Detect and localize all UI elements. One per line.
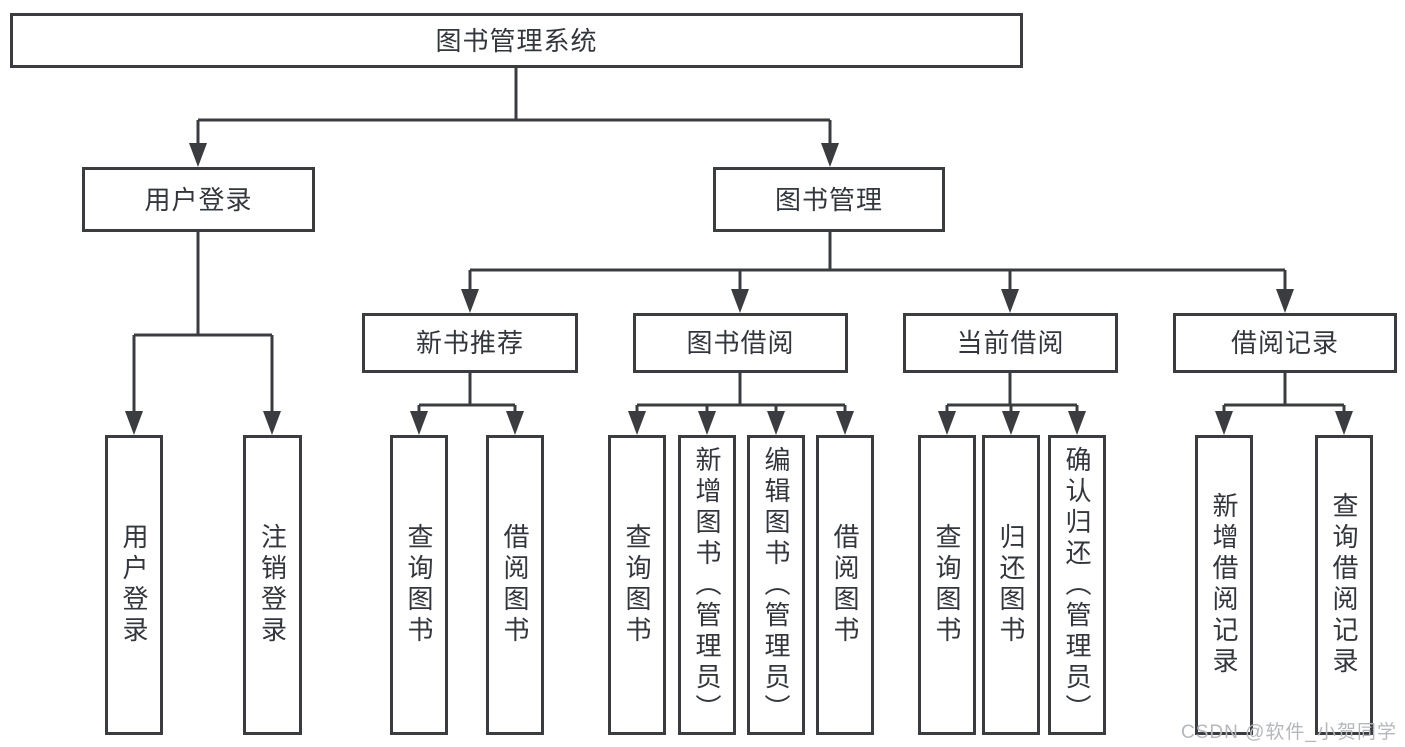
node-label: 用户登录 [119, 523, 149, 647]
node-label: 查询借阅记录 [1329, 492, 1359, 678]
leaf-records-add-record: 新增借阅记录 [1195, 435, 1253, 735]
leaf-user-login: 用户登录 [105, 435, 163, 735]
node-label: 借阅记录 [1230, 328, 1339, 358]
leaf-borrow-edit-books-admin: 编辑图书（管理员） [747, 435, 805, 735]
leaf-current-confirm-return-admin: 确认归还（管理员） [1048, 435, 1106, 735]
node-label: 归还图书 [996, 523, 1026, 647]
leaf-recommend-query-books: 查询图书 [390, 435, 448, 735]
node-borrow-records: 借阅记录 [1173, 313, 1397, 373]
node-current-borrow: 当前借阅 [903, 313, 1118, 373]
leaf-recommend-borrow-books: 借阅图书 [486, 435, 544, 735]
node-label: 用户登录 [144, 184, 253, 215]
leaf-current-return-books: 归还图书 [982, 435, 1040, 735]
node-label: 查询图书 [622, 523, 652, 647]
node-label: 图书借阅 [686, 328, 795, 358]
node-label: 注销登录 [257, 523, 288, 647]
node-user-login: 用户登录 [82, 167, 315, 232]
leaf-current-query-books: 查询图书 [918, 435, 976, 735]
node-label: 新增借阅记录 [1209, 492, 1239, 678]
leaf-logout: 注销登录 [243, 435, 302, 735]
leaf-borrow-add-books-admin: 新增图书（管理员） [678, 435, 736, 735]
node-label: 借阅图书 [830, 523, 860, 647]
leaf-records-query-record: 查询借阅记录 [1315, 435, 1373, 735]
node-library-management-system: 图书管理系统 [10, 13, 1023, 68]
watermark: CSDN @软件_小贺同学 [1181, 722, 1397, 743]
node-label: 新书推荐 [415, 328, 524, 358]
node-new-book-recommend: 新书推荐 [362, 313, 578, 373]
node-label: 新增图书（管理员） [692, 445, 722, 725]
node-label: 当前借阅 [956, 328, 1065, 358]
node-label: 查询图书 [932, 523, 962, 647]
leaf-borrow-borrow-books: 借阅图书 [816, 435, 874, 735]
node-label: 图书管理系统 [435, 25, 598, 56]
node-label: 确认归还（管理员） [1062, 445, 1092, 725]
node-label: 编辑图书（管理员） [761, 445, 791, 725]
node-book-management: 图书管理 [713, 167, 945, 232]
node-book-borrow: 图书借阅 [633, 313, 848, 373]
node-label: 查询图书 [404, 523, 434, 647]
node-label: 图书管理 [774, 184, 883, 215]
leaf-borrow-query-books: 查询图书 [608, 435, 666, 735]
node-label: 借阅图书 [500, 523, 530, 647]
